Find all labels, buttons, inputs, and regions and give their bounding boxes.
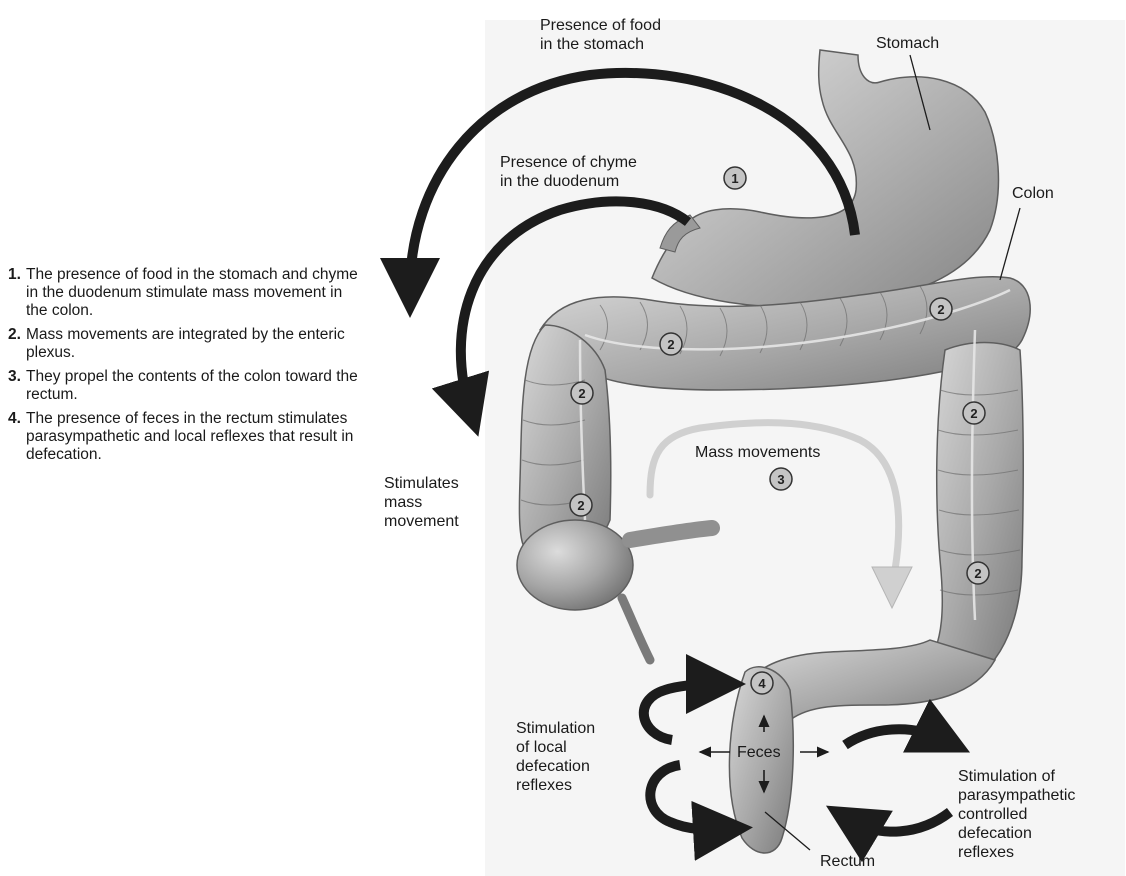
svg-text:2: 2 xyxy=(937,302,944,317)
label-colon: Colon xyxy=(1012,184,1054,203)
marker-2-descending-upper: 2 xyxy=(963,402,985,424)
label-parasympathetic-reflexes: Stimulation of parasympathetic controlle… xyxy=(958,767,1075,862)
svg-text:1: 1 xyxy=(731,171,738,186)
svg-text:2: 2 xyxy=(578,386,585,401)
svg-text:2: 2 xyxy=(974,566,981,581)
label-mass-movements: Mass movements xyxy=(695,443,820,462)
marker-1: 1 xyxy=(724,167,746,189)
marker-3: 3 xyxy=(770,468,792,490)
svg-text:3: 3 xyxy=(777,472,784,487)
label-stomach: Stomach xyxy=(876,34,939,53)
marker-2-transverse-left: 2 xyxy=(660,333,682,355)
marker-2-transverse-right: 2 xyxy=(930,298,952,320)
step-item: 3. They propel the contents of the colon… xyxy=(8,368,368,404)
marker-2-ascending-upper: 2 xyxy=(571,382,593,404)
label-rectum: Rectum xyxy=(820,852,875,871)
step-item: 2. Mass movements are integrated by the … xyxy=(8,326,368,362)
step-item: 1. The presence of food in the stomach a… xyxy=(8,266,368,320)
svg-text:4: 4 xyxy=(758,676,766,691)
svg-text:2: 2 xyxy=(667,337,674,352)
label-stimulates-mass-movement: Stimulates mass movement xyxy=(384,474,459,531)
label-food-in-stomach: Presence of food in the stomach xyxy=(540,16,661,54)
marker-2-descending-lower: 2 xyxy=(967,562,989,584)
steps-list: 1. The presence of food in the stomach a… xyxy=(8,266,368,470)
step-item: 4. The presence of feces in the rectum s… xyxy=(8,410,368,464)
label-feces: Feces xyxy=(737,743,781,762)
svg-text:2: 2 xyxy=(577,498,584,513)
marker-4: 4 xyxy=(751,672,773,694)
label-local-reflexes: Stimulation of local defecation reflexes xyxy=(516,719,595,795)
label-chyme-in-duodenum: Presence of chyme in the duodenum xyxy=(500,153,637,191)
svg-text:2: 2 xyxy=(970,406,977,421)
marker-2-ascending-lower: 2 xyxy=(570,494,592,516)
